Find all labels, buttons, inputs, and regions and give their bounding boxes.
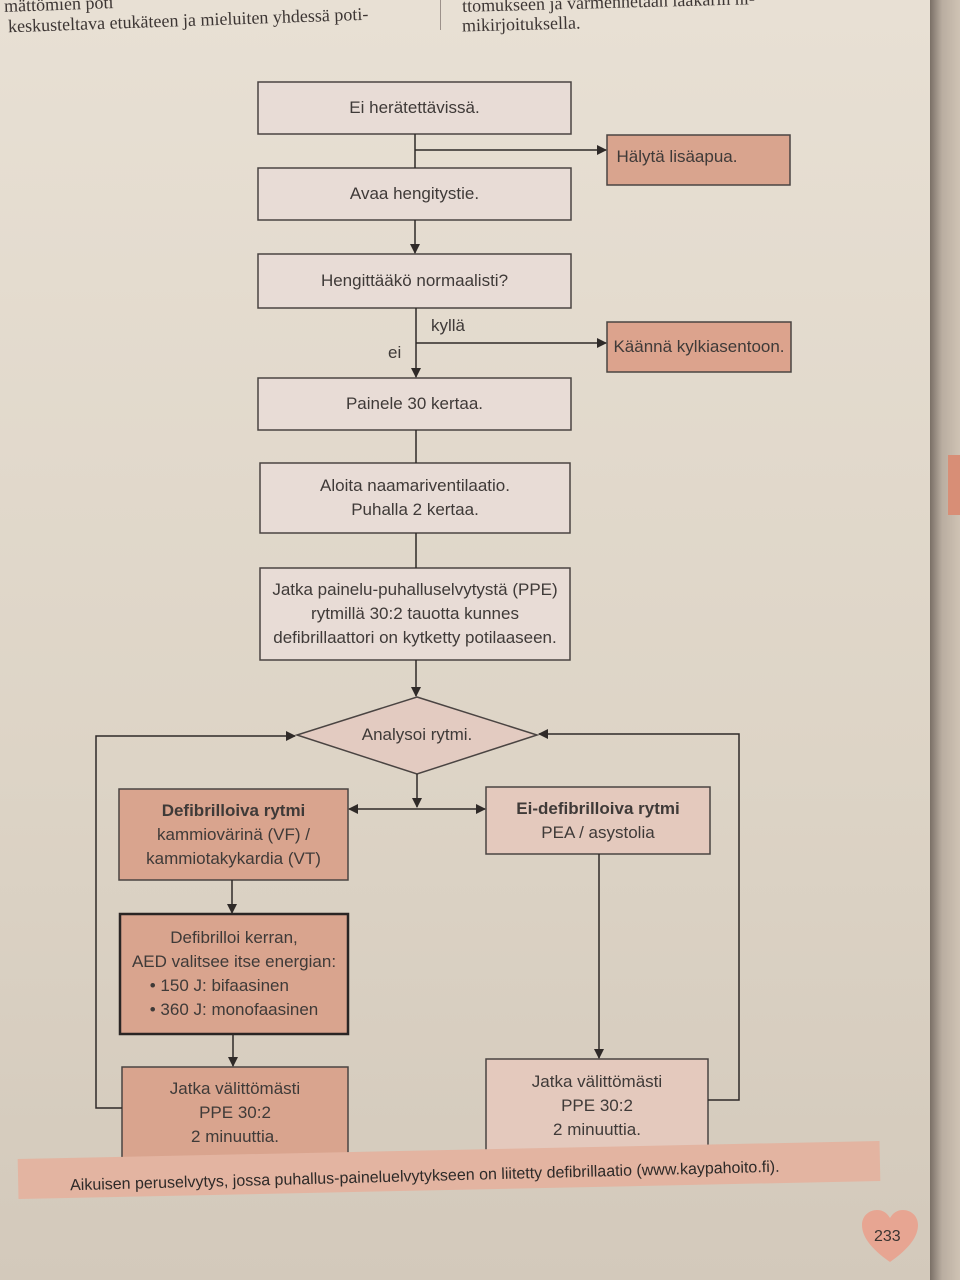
- box-continue-left: [121, 1066, 349, 1159]
- continue-left-line3: 2 minuuttia.: [191, 1126, 279, 1146]
- text-continue-left: Jatka välittömästi PPE 30:2 2 minuuttia.: [122, 1067, 348, 1158]
- shockable-line1: kammiovärinä (VF) /: [156, 824, 311, 844]
- continue-left-line1: Jatka välittömästi: [169, 1078, 301, 1098]
- text-call-help: Hälytä lisäapua.: [616, 147, 738, 166]
- page-tab-marker: [948, 455, 960, 515]
- text-nonshockable: Ei-defibrilloiva rytmi PEA / asystolia: [486, 787, 710, 854]
- defib-bullets: • 150 J: bifaasinen • 360 J: monofaasine…: [150, 974, 319, 1022]
- text-ventilate: Aloita naamariventilaatio. Puhalla 2 ker…: [260, 463, 570, 533]
- continue-right-line3: 2 minuuttia.: [553, 1119, 641, 1139]
- text-cpr: Jatka painelu-puhalluselvytystä (PPE) ry…: [260, 568, 570, 660]
- box-unresponsive: [257, 81, 572, 135]
- defib-line2: AED valitsee itse energian:: [131, 952, 337, 971]
- column-separator: [440, 0, 441, 30]
- shockable-title: Defibrilloiva rytmi: [161, 800, 306, 820]
- box-cpr: [259, 567, 571, 661]
- text-breathing: Hengittääkö normaalisti?: [320, 271, 509, 290]
- text-defibrillate: Defibrilloi kerran, AED valitsee itse en…: [120, 914, 348, 1034]
- text-shockable: Defibrilloiva rytmi kammiovärinä (VF) / …: [119, 789, 348, 880]
- text-unresponsive: Ei herätettävissä.: [349, 98, 480, 117]
- defib-bullet2: • 360 J: monofaasinen: [149, 1000, 319, 1019]
- continue-right-line1: Jatka välittömästi: [531, 1071, 663, 1091]
- box-recovery: [606, 321, 792, 373]
- box-shockable: [118, 788, 349, 881]
- box-defibrillate: [118, 912, 350, 1036]
- defib-line1: Defibrilloi kerran,: [170, 928, 298, 947]
- heart-icon: [862, 1210, 918, 1262]
- box-ventilate: [259, 462, 571, 534]
- nonshockable-line1: PEA / asystolia: [541, 822, 655, 842]
- cpr-line2: rytmillä 30:2 tauotta kunnes: [311, 604, 519, 623]
- box-call-help: [606, 134, 791, 186]
- shockable-line2: kammiotakykardia (VT): [146, 848, 321, 868]
- text-recovery: Käännä kylkiasentoon.: [613, 337, 785, 356]
- text-continue-right: Jatka välittömästi PPE 30:2 2 minuuttia.: [486, 1059, 708, 1152]
- text-compress: Painele 30 kertaa.: [345, 394, 484, 413]
- label-no: ei: [388, 343, 402, 362]
- text-analyze: Analysoi rytmi.: [361, 725, 473, 744]
- box-open-airway: [257, 167, 572, 221]
- loop-left: [95, 731, 296, 1109]
- page-number: 233: [874, 1228, 901, 1245]
- defib-bullet1: • 150 J: bifaasinen: [149, 976, 289, 995]
- box-breathing: [257, 253, 572, 309]
- continue-left-line2: PPE 30:2: [199, 1102, 271, 1122]
- loop-right: [538, 729, 740, 1101]
- box-nonshockable: [485, 786, 711, 855]
- cpr-line1: Jatka painelu-puhalluselvytystä (PPE): [272, 580, 558, 599]
- nonshockable-title: Ei-defibrilloiva rytmi: [516, 798, 680, 818]
- ventilate-line1: Aloita naamariventilaatio.: [320, 476, 510, 495]
- ventilate-line2: Puhalla 2 kertaa.: [351, 500, 479, 519]
- continue-right-line2: PPE 30:2: [561, 1095, 633, 1115]
- box-compress: [257, 377, 572, 431]
- cpr-line3: defibrillaattori on kytketty potilaaseen…: [273, 628, 557, 647]
- label-yes: kyllä: [431, 316, 466, 335]
- page-edge: [930, 0, 960, 1280]
- box-continue-right: [485, 1058, 709, 1153]
- text-open-airway: Avaa hengitystie.: [349, 184, 480, 203]
